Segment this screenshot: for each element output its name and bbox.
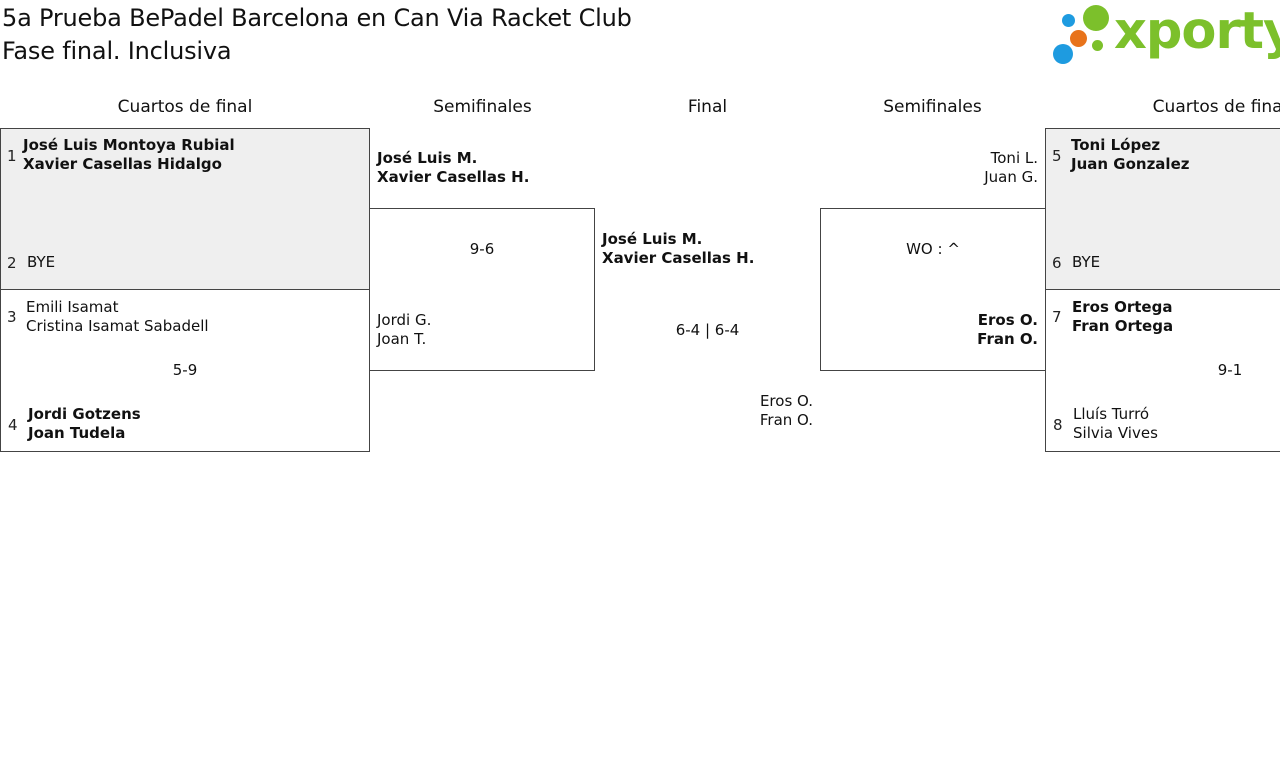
xporty-logo[interactable]: xporty (1052, 2, 1280, 68)
seed-number: 5 (1052, 147, 1062, 165)
match-right-qf-2[interactable]: 7 Eros Ortega Fran Ortega 9-1 8 Lluís Tu… (1045, 289, 1280, 452)
team-player-2: Fran O. (759, 411, 813, 429)
logo-dot-orange (1070, 30, 1087, 47)
match-score: 9-6 (469, 240, 495, 258)
seed-number: 6 (1052, 254, 1062, 272)
team-player-1: Eros O. (759, 392, 813, 410)
match-right-sf[interactable]: Toni L. Juan G. WO : ^ Eros O. Fran O. (820, 140, 1046, 371)
round-header-right-semifinals: Semifinales (883, 97, 982, 117)
team-player-1: Eros Ortega (1072, 298, 1173, 316)
tournament-title: 5a Prueba BePadel Barcelona en Can Via R… (2, 4, 632, 32)
team-player-1: José Luis M. (602, 230, 703, 248)
team-player-1: José Luis M. (377, 149, 478, 167)
team-player-1: José Luis Montoya Rubial (23, 136, 235, 154)
logo-dot-green-small (1092, 40, 1103, 51)
match-score: 9-1 (1217, 361, 1243, 379)
team-player-2: Xavier Casellas Hidalgo (23, 155, 222, 173)
team-player-2: Silvia Vives (1073, 424, 1158, 442)
logo-dot-green (1083, 5, 1109, 31)
match-final[interactable]: José Luis M. Xavier Casellas H. 6-4 | 6-… (595, 222, 820, 432)
logo-dot-blue (1053, 44, 1073, 64)
team-player-2: Cristina Isamat Sabadell (26, 317, 209, 335)
team-player-1: Eros O. (977, 311, 1038, 329)
match-left-qf-2[interactable]: 3 Emili Isamat Cristina Isamat Sabadell … (0, 289, 370, 452)
round-header-left-semifinals: Semifinales (433, 97, 532, 117)
phase-subtitle: Fase final. Inclusiva (2, 37, 232, 65)
team-player-2: Xavier Casellas H. (377, 168, 530, 186)
match-connector-box (820, 208, 1046, 371)
match-score: 6-4 | 6-4 (675, 321, 740, 339)
match-right-qf-1[interactable]: 5 Toni López Juan Gonzalez 6 BYE (1045, 128, 1280, 290)
logo-wordmark: xporty (1114, 2, 1280, 61)
round-header-right-quarterfinals: Cuartos de final (1152, 97, 1280, 117)
match-score: WO : ^ (906, 240, 960, 258)
team-player-1: Jordi Gotzens (28, 405, 141, 423)
team-player-1: Jordi G. (377, 311, 432, 329)
team-player-2: Joan T. (377, 330, 427, 348)
team-bye: BYE (1072, 253, 1101, 271)
seed-number: 8 (1053, 416, 1063, 434)
team-player-1: Toni L. (990, 149, 1038, 167)
team-player-1: Lluís Turró (1073, 405, 1150, 423)
team-player-1: Toni López (1071, 136, 1161, 154)
page-title: 5a Prueba BePadel Barcelona en Can Via R… (2, 2, 632, 68)
team-player-2: Xavier Casellas H. (602, 249, 755, 267)
seed-number: 7 (1052, 308, 1062, 326)
round-header-final: Final (687, 97, 728, 117)
match-score: 5-9 (172, 361, 198, 379)
team-player-2: Juan Gonzalez (1071, 155, 1190, 173)
match-left-sf[interactable]: José Luis M. Xavier Casellas H. 9-6 Jord… (369, 140, 595, 371)
match-left-qf-1[interactable]: 1 José Luis Montoya Rubial Xavier Casell… (0, 128, 370, 290)
logo-dot-blue-small (1062, 14, 1075, 27)
seed-number: 4 (8, 416, 18, 434)
team-player-2: Juan G. (984, 168, 1038, 186)
seed-number: 2 (7, 254, 17, 272)
team-player-1: Emili Isamat (26, 298, 119, 316)
seed-number: 3 (7, 308, 17, 326)
match-connector-box (369, 208, 595, 371)
team-player-2: Fran O. (977, 330, 1038, 348)
team-player-2: Joan Tudela (28, 424, 126, 442)
team-player-2: Fran Ortega (1072, 317, 1174, 335)
seed-number: 1 (7, 147, 17, 165)
team-bye: BYE (27, 253, 56, 271)
round-header-left-quarterfinals: Cuartos de final (117, 97, 253, 117)
